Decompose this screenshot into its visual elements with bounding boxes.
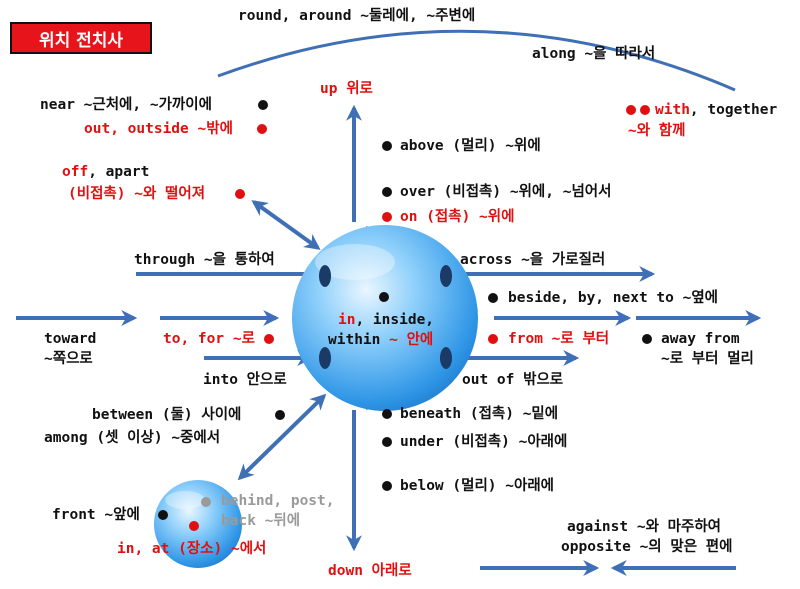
off-label-line1: off, apart xyxy=(62,163,149,181)
out-word: out xyxy=(84,121,111,137)
hole-left-bottom xyxy=(319,347,331,369)
out-dot xyxy=(257,124,267,134)
over-label: over (비접촉) ~위에, ~넘어서 xyxy=(400,184,612,200)
in-at-dot xyxy=(189,521,199,531)
center-rest-1: , inside, xyxy=(355,312,435,328)
with-label-line2: ~와 함께 xyxy=(628,123,686,139)
between-label: between (둘) 사이에 xyxy=(92,407,242,423)
over-dot xyxy=(382,187,392,197)
from-dot xyxy=(488,334,498,344)
beside-dot xyxy=(488,293,498,303)
out-label: out, outside ~밖에 xyxy=(84,120,233,138)
into-label: into 안으로 xyxy=(203,372,287,388)
center-label-line1: in, inside, xyxy=(338,311,434,329)
behind-dot xyxy=(201,497,211,507)
off-dot xyxy=(235,189,245,199)
hole-left-top xyxy=(319,265,331,287)
out-rest: , outside ~밖에 xyxy=(110,121,233,137)
across-label: across ~을 가로질러 xyxy=(460,252,606,268)
with-dot-2 xyxy=(640,105,650,115)
off-rest: , apart xyxy=(88,164,150,180)
between-dot xyxy=(275,410,285,420)
below-dot xyxy=(382,481,392,491)
within-word: within xyxy=(328,332,381,348)
toward-label-line1: toward xyxy=(44,331,97,347)
off-arrow xyxy=(251,200,321,250)
along-label: along ~을 따라서 xyxy=(532,46,656,62)
front-label: front ~앞에 xyxy=(52,507,140,523)
hole-right-top xyxy=(440,265,452,287)
on-label: on (접촉) ~위에 xyxy=(400,209,515,225)
toward-label-line2: ~쪽으로 xyxy=(44,351,93,367)
under-label: under (비접촉) ~아래에 xyxy=(400,434,568,450)
with-label-line1: with, together xyxy=(655,101,777,119)
behind-label-line2: back ~뒤에 xyxy=(221,513,301,529)
center-dot xyxy=(379,292,389,302)
between-arrow xyxy=(237,393,327,481)
from-label: from ~로 부터 xyxy=(508,331,610,347)
among-label: among (셋 이상) ~중에서 xyxy=(44,430,221,446)
main-sphere xyxy=(292,225,478,411)
below-label: below (멀리) ~아래에 xyxy=(400,478,554,494)
down-label: down 아래로 xyxy=(328,563,412,579)
around-label: round, around ~둘레에, ~주변에 xyxy=(238,8,476,24)
with-word: with xyxy=(655,102,690,118)
on-dot xyxy=(382,212,392,222)
center-label-line2: within ~ 안에 xyxy=(328,331,433,349)
page-title: 위치 전치사 xyxy=(10,22,152,54)
with-dot-1 xyxy=(626,105,636,115)
near-label: near ~근처에, ~가까이에 xyxy=(40,97,212,113)
opposite-label: opposite ~의 맞은 편에 xyxy=(561,539,733,555)
hole-right-bottom xyxy=(440,347,452,369)
in-at-label: in, at (장소) ~에서 xyxy=(117,541,267,557)
through-label: through ~을 통하여 xyxy=(134,252,275,268)
center-rest-2: ~ 안에 xyxy=(380,332,434,348)
away-label-line1: away from xyxy=(661,331,740,347)
against-label: against ~와 마주하여 xyxy=(567,519,721,535)
off-word: off xyxy=(62,164,89,180)
front-dot xyxy=(158,510,168,520)
beside-label: beside, by, next to ~옆에 xyxy=(508,290,719,306)
out-of-label: out of 밖으로 xyxy=(462,372,564,388)
to-for-label: to, for ~로 xyxy=(163,331,255,347)
with-rest: , together xyxy=(689,102,778,118)
beneath-dot xyxy=(382,409,392,419)
above-label: above (멀리) ~위에 xyxy=(400,138,541,154)
away-dot xyxy=(642,334,652,344)
to-for-dot xyxy=(264,334,274,344)
around-arc xyxy=(217,29,736,92)
near-dot xyxy=(258,100,268,110)
beneath-label: beneath (접촉) ~밑에 xyxy=(400,406,559,422)
behind-label-line1: behind, post, xyxy=(221,493,335,509)
up-label: up 위로 xyxy=(320,81,373,97)
in-word: in xyxy=(338,312,356,328)
away-label-line2: ~로 부터 멀리 xyxy=(661,351,754,367)
under-dot xyxy=(382,437,392,447)
above-dot xyxy=(382,141,392,151)
off-label-line2: (비접촉) ~와 떨어져 xyxy=(68,186,206,202)
